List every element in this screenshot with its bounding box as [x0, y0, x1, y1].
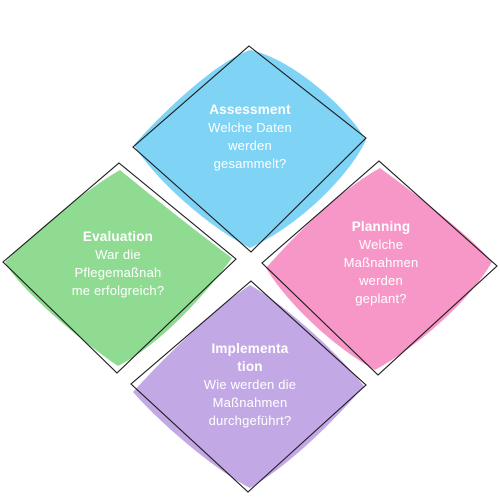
- evaluation-outline: [2, 162, 237, 374]
- assessment-label: Assessment Welche Daten werden gesammelt…: [180, 101, 320, 173]
- implementation-outline: [130, 280, 367, 493]
- assessment-diamond: [132, 45, 367, 253]
- evaluation-question-line: me erfolgreich?: [71, 283, 165, 298]
- planning-fill: [266, 168, 492, 370]
- planning-question-line: werden: [359, 273, 403, 288]
- implementation-question-line: Maßnahmen: [212, 395, 288, 410]
- implementation-fill: [133, 285, 364, 488]
- implementation-title-line: Implementa: [211, 341, 289, 356]
- planning-title: Planning: [351, 219, 411, 234]
- assessment-question-line: Welche Daten: [208, 120, 292, 135]
- assessment-outline: [132, 45, 367, 253]
- planning-label: Planning Welche Maßnahmen werden geplant…: [316, 218, 446, 308]
- evaluation-title: Evaluation: [82, 229, 154, 244]
- implementation-question-line: durchgeführt?: [208, 413, 292, 428]
- planning-question-line: Welche: [358, 237, 404, 252]
- assessment-fill: [134, 50, 366, 248]
- planning-question-line: geplant?: [355, 291, 407, 306]
- evaluation-question-line: Pflegemaßnah: [74, 265, 162, 280]
- evaluation-label: Evaluation War die Pflegemaßnah me erfol…: [52, 228, 184, 300]
- planning-outline: [261, 160, 498, 376]
- planning-diamond: [261, 160, 498, 376]
- planning-question-line: Maßnahmen: [343, 255, 419, 270]
- implementation-label: Implementa tion Wie werden die Maßnahmen…: [180, 340, 320, 430]
- implementation-title-line: tion: [237, 359, 263, 374]
- implementation-diamond: [130, 280, 367, 493]
- evaluation-question-line: War die: [95, 247, 141, 262]
- assessment-title: Assessment: [209, 102, 291, 117]
- evaluation-diamond: [2, 162, 237, 374]
- assessment-question-line: gesammelt?: [213, 156, 287, 171]
- assessment-question-line: werden: [228, 138, 272, 153]
- implementation-question-line: Wie werden die: [203, 377, 297, 392]
